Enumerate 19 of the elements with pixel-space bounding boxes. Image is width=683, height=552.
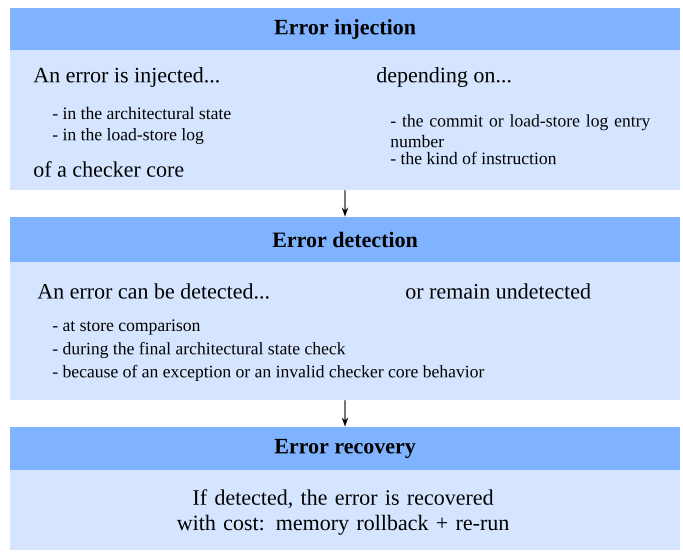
list-item: - the commit or load-store log entry number <box>390 114 650 148</box>
body-text: An error can be detected... <box>37 283 269 299</box>
body-text: or remain undetected <box>406 283 591 299</box>
panel <box>10 427 680 550</box>
list-item: - during the final architectural state check <box>52 342 346 358</box>
body-text: depending on... <box>377 66 510 87</box>
body-text: An error is injected... <box>33 67 219 87</box>
heading: Error recovery <box>274 438 416 458</box>
list-item: - at store comparison <box>52 319 200 335</box>
panel <box>10 8 680 190</box>
list-item: - in the load-store log <box>52 128 204 144</box>
list-item: - because of an exception or an invalid checker core behavior <box>52 364 484 382</box>
body-text: of a checker core <box>34 161 184 177</box>
body-text: If detected, the error is recovered with cost: memory rollback + re-run <box>176 489 509 535</box>
heading: Error injection <box>274 19 416 39</box>
panel <box>10 217 680 400</box>
list-item: - in the architectural state <box>52 106 231 120</box>
list-item: - the kind of instruction <box>390 152 556 164</box>
heading: Error detection <box>272 232 418 248</box>
